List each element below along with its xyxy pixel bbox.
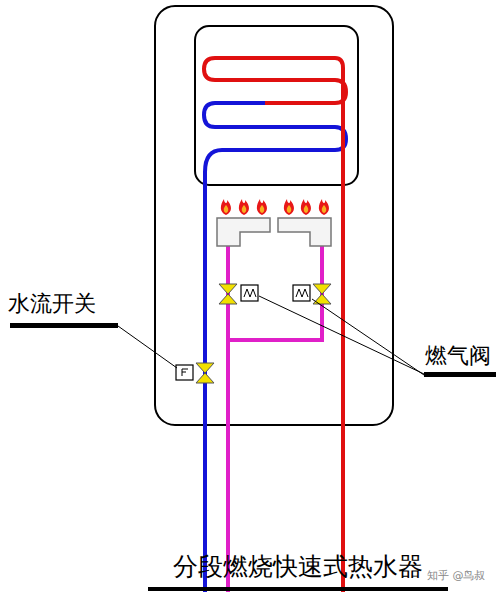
gas-valve-right [293, 284, 331, 304]
part-label: 水流开关 [8, 292, 96, 316]
gas-pipe [228, 245, 322, 592]
leader-line [259, 296, 424, 374]
heater-housing [155, 6, 393, 425]
gas-valve-left [219, 284, 258, 304]
water-flow-switch [176, 363, 214, 383]
flames [0, 0, 329, 215]
hot-water-pipe [204, 58, 346, 592]
cold-water-pipe [204, 103, 346, 592]
burners [217, 218, 331, 246]
watermark: 知乎 @鸟叔 [427, 570, 486, 582]
caption-bar [148, 587, 448, 591]
leader-line [118, 326, 177, 368]
part-label: 燃气阀 [425, 344, 491, 368]
label-bar [424, 372, 496, 377]
heat-exchanger [195, 26, 358, 185]
caption: 分段燃烧快速式热水器 [173, 553, 423, 581]
leader-line [312, 299, 424, 375]
label-bar [10, 323, 118, 328]
